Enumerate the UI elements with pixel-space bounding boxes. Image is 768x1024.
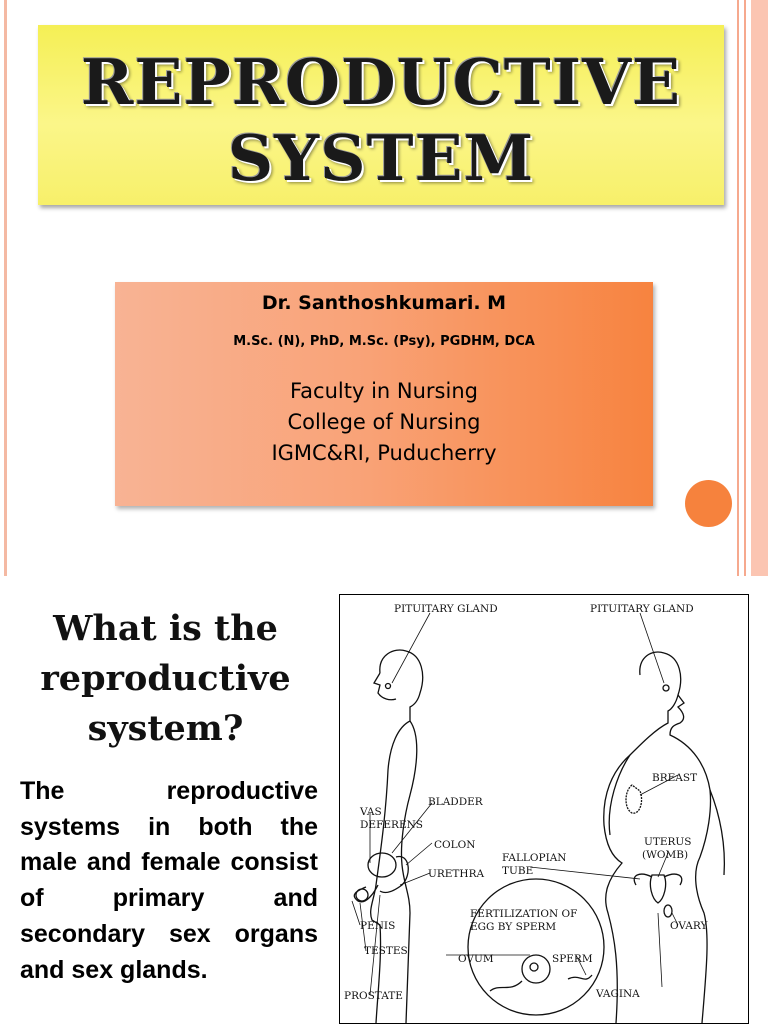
author-card: Dr. Santhoshkumari. M M.Sc. (N), PhD, M.… xyxy=(115,282,653,506)
male-back xyxy=(400,720,418,1023)
label-fallopian: FALLOPIAN xyxy=(502,852,567,864)
label-uterus: UTERUS xyxy=(644,836,691,848)
label-urethra: URETHRA xyxy=(428,868,484,880)
slide-heading: What is the reproductive system? xyxy=(8,604,323,754)
label-colon: COLON xyxy=(434,839,475,851)
leader-lines xyxy=(351,612,679,996)
title-slide: REPRODUCTIVE SYSTEM Dr. Santhoshkumari. … xyxy=(4,0,768,576)
label-pituitary-female: PITUITARY GLAND xyxy=(590,603,694,615)
label-bladder: BLADDER xyxy=(428,796,484,808)
label-testes: TESTES xyxy=(364,945,408,957)
ovary-shape xyxy=(663,904,673,918)
male-pituitary xyxy=(384,682,392,690)
testes-shape xyxy=(355,888,369,902)
ovum-nucleus xyxy=(529,962,539,972)
colon-shape xyxy=(379,855,409,894)
female-arm xyxy=(608,754,631,836)
fertilization-circle xyxy=(467,878,605,1016)
right-decorative-band xyxy=(751,0,768,576)
label-tube: TUBE xyxy=(502,865,533,877)
label-sperm: SPERM xyxy=(552,953,593,965)
ovum-shape xyxy=(521,954,551,984)
female-arm-right xyxy=(709,789,726,876)
label-pituitary-male: PITUITARY GLAND xyxy=(394,603,498,615)
heading-line: system? xyxy=(87,708,244,749)
author-affiliation-line: Faculty in Nursing xyxy=(290,379,478,403)
male-face xyxy=(373,672,397,701)
label-ovum: OVUM xyxy=(458,953,494,965)
right-decorative-line xyxy=(737,0,739,576)
male-silhouette xyxy=(370,649,424,1023)
title-banner: REPRODUCTIVE SYSTEM xyxy=(38,25,724,205)
slide-title-line-1: REPRODUCTIVE xyxy=(81,45,681,119)
label-breast: BREAST xyxy=(652,772,697,784)
label-fertilization: FERTILIZATION OF xyxy=(470,908,577,920)
slide-body-text: The reproductive systems in both the mal… xyxy=(20,777,318,984)
label-vagina: VAGINA xyxy=(595,988,640,1000)
fallopian-tube-right xyxy=(663,873,683,886)
label-vas: VAS xyxy=(359,806,382,818)
slide-title-line-2: SYSTEM xyxy=(227,121,535,195)
anatomy-illustration: PITUITARY GLAND PITUITARY GLAND BREAST V… xyxy=(344,603,726,1023)
author-affiliation-line: College of Nursing xyxy=(287,410,481,434)
diagram-labels: PITUITARY GLAND PITUITARY GLAND BREAST V… xyxy=(344,603,708,1002)
label-prostate: PROSTATE xyxy=(344,990,403,1002)
label-egg-by-sperm: EGG BY SPERM xyxy=(470,921,556,933)
sperm-trail xyxy=(489,974,593,992)
author-name: Dr. Santhoshkumari. M xyxy=(261,292,507,314)
label-womb: (WOMB) xyxy=(642,849,688,861)
content-slide: What is the reproductive system? The rep… xyxy=(0,576,768,1024)
breast-tissue xyxy=(625,784,643,814)
heading-line: reproductive xyxy=(40,658,291,699)
female-silhouette xyxy=(603,651,682,1023)
accent-circle xyxy=(685,480,732,527)
label-ovary: OVARY xyxy=(670,920,708,932)
bladder-shape xyxy=(367,852,397,878)
label-deferens: DEFERENS xyxy=(360,819,423,831)
label-penis: PENIS xyxy=(360,920,395,932)
reproductive-system-diagram: PITUITARY GLAND PITUITARY GLAND BREAST V… xyxy=(339,594,749,1024)
fallopian-tube-left xyxy=(633,873,653,886)
author-affiliation-line: IGMC&RI, Puducherry xyxy=(271,441,497,465)
right-decorative-line xyxy=(744,0,746,576)
author-qualifications: M.Sc. (N), PhD, M.Sc. (Psy), PGDHM, DCA xyxy=(233,334,535,349)
uterus-shape xyxy=(649,874,667,904)
left-decorative-stripe xyxy=(4,0,7,576)
female-pituitary xyxy=(662,684,670,692)
heading-line: What is the xyxy=(53,608,278,649)
